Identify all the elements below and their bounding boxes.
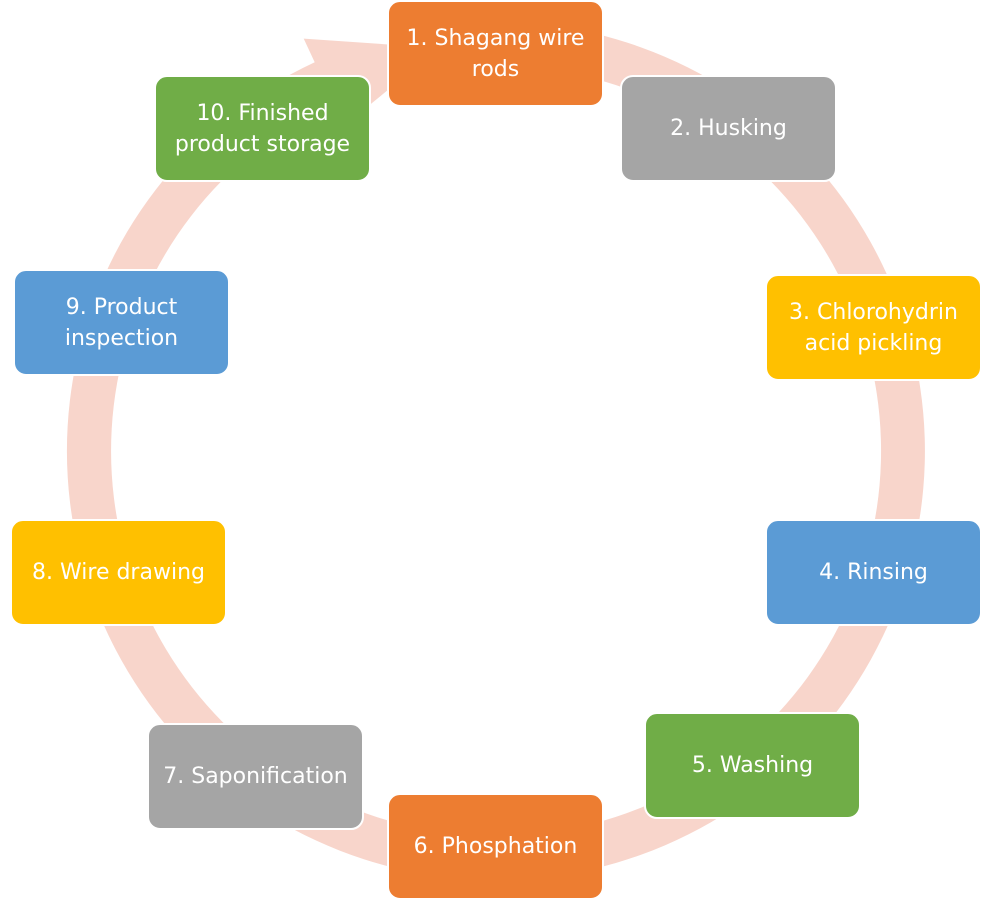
step-7-saponification: 7. Saponification bbox=[147, 723, 364, 830]
step-8-label: 8. Wire drawing bbox=[32, 560, 205, 585]
step-6-phosphation: 6. Phosphation bbox=[387, 793, 604, 900]
step-2-husking: 2. Husking bbox=[620, 75, 837, 182]
step-3-chlorohydrin-acid-pickling: 3. Chlorohydrin acid pickling bbox=[765, 274, 982, 381]
step-9-label: 9. Product inspection bbox=[64, 294, 179, 351]
step-9-product-inspection: 9. Product inspection bbox=[13, 269, 230, 376]
step-5-label: 5. Washing bbox=[691, 753, 814, 778]
step-8-wire-drawing: 8. Wire drawing bbox=[10, 519, 227, 626]
step-6-label: 6. Phosphation bbox=[413, 834, 578, 859]
step-10-label: 10. Finished product storage bbox=[174, 100, 351, 157]
step-10-finished-product-storage: 10. Finished product storage bbox=[154, 75, 371, 182]
step-1-shagang-wire-rods: 1. Shagang wire rods bbox=[387, 0, 604, 107]
step-3-label: 3. Chlorohydrin acid pickling bbox=[789, 299, 958, 356]
step-2-label: 2. Husking bbox=[670, 116, 787, 141]
step-4-label: 4. Rinsing bbox=[819, 560, 928, 585]
step-1-label: 1. Shagang wire rods bbox=[406, 25, 585, 82]
step-4-rinsing: 4. Rinsing bbox=[765, 519, 982, 626]
step-7-label: 7. Saponification bbox=[163, 764, 348, 789]
step-5-washing: 5. Washing bbox=[644, 712, 861, 819]
